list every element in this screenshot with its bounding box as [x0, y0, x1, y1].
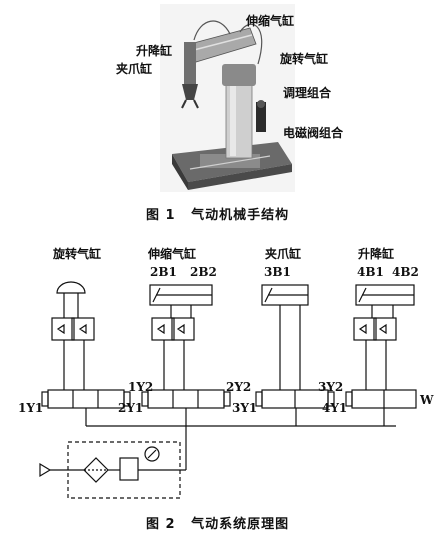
figure2-caption: 图 2 气动系统原理图 [146, 513, 289, 532]
cylinder-title-rotary: 旋转气缸 [53, 247, 102, 261]
sensor-label-3b1: 3B1 [264, 265, 291, 279]
label-rotary-cylinder: 旋转气缸 [280, 52, 329, 66]
label-frl-unit: 调理组合 [283, 86, 332, 100]
valve-label-4y1: 4Y1 [322, 401, 348, 415]
valve-label-2y1: 2Y1 [118, 401, 144, 415]
cylinder-title-gripper: 夹爪缸 [265, 247, 302, 261]
sensor-label-2b2: 2B2 [190, 265, 217, 279]
valve-label-1y1: 1Y1 [18, 401, 44, 415]
exhaust-label-w: W [420, 393, 434, 407]
sensor-label-4b2: 4B2 [392, 265, 419, 279]
label-gripper-cylinder: 夹爪缸 [116, 62, 153, 76]
cylinder-title-lift: 升降缸 [358, 247, 395, 261]
valve-label-3y2: 3Y2 [318, 380, 344, 394]
figure2-number: 图 2 [146, 517, 176, 532]
label-telescopic-cylinder: 伸缩气缸 [246, 14, 295, 28]
figure1-caption: 图 1 气动机械手结构 [146, 204, 289, 223]
valve-label-1y2: 1Y2 [128, 380, 154, 394]
valve-label-2y2: 2Y2 [226, 380, 252, 394]
sensor-label-4b1: 4B1 [357, 265, 384, 279]
valve-label-3y1: 3Y1 [232, 401, 258, 415]
manipulator-photo [160, 4, 295, 192]
sensor-label-2b1: 2B1 [150, 265, 177, 279]
cylinder-title-telescopic: 伸缩气缸 [148, 247, 197, 261]
figure2-title: 气动系统原理图 [191, 517, 290, 532]
label-lift-cylinder: 升降缸 [136, 44, 173, 58]
figure1-number: 图 1 [146, 208, 176, 223]
label-valve-group: 电磁阀组合 [283, 126, 344, 140]
figure1-title: 气动机械手结构 [191, 208, 290, 223]
